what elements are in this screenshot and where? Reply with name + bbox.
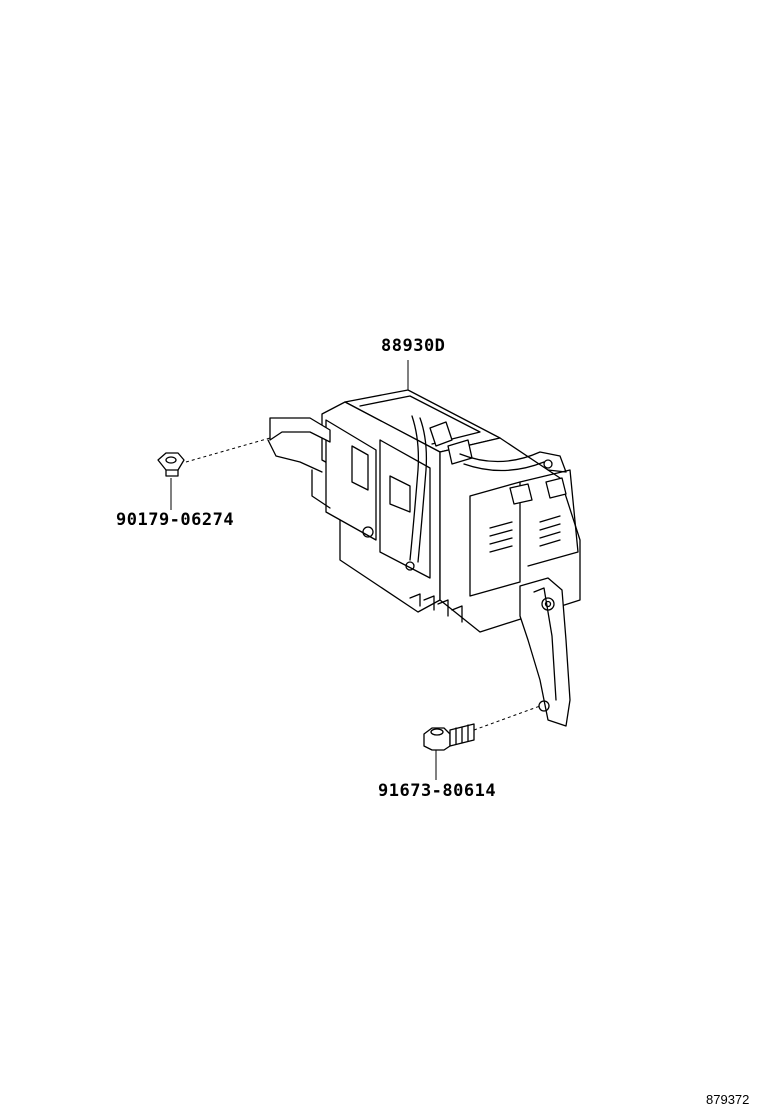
assembly-line-nut xyxy=(185,437,271,463)
figure-number: 879372 xyxy=(706,1092,750,1107)
part-label-91673-80614[interactable]: 91673-80614 xyxy=(378,781,497,801)
assembly-line-bolt xyxy=(473,705,541,731)
nut-part xyxy=(157,452,185,477)
main-unit-assembly xyxy=(267,389,581,727)
part-label-90179-06274[interactable]: 90179-06274 xyxy=(116,510,235,530)
part-label-88930D[interactable]: 88930D xyxy=(381,336,446,356)
bolt-part xyxy=(423,723,475,751)
